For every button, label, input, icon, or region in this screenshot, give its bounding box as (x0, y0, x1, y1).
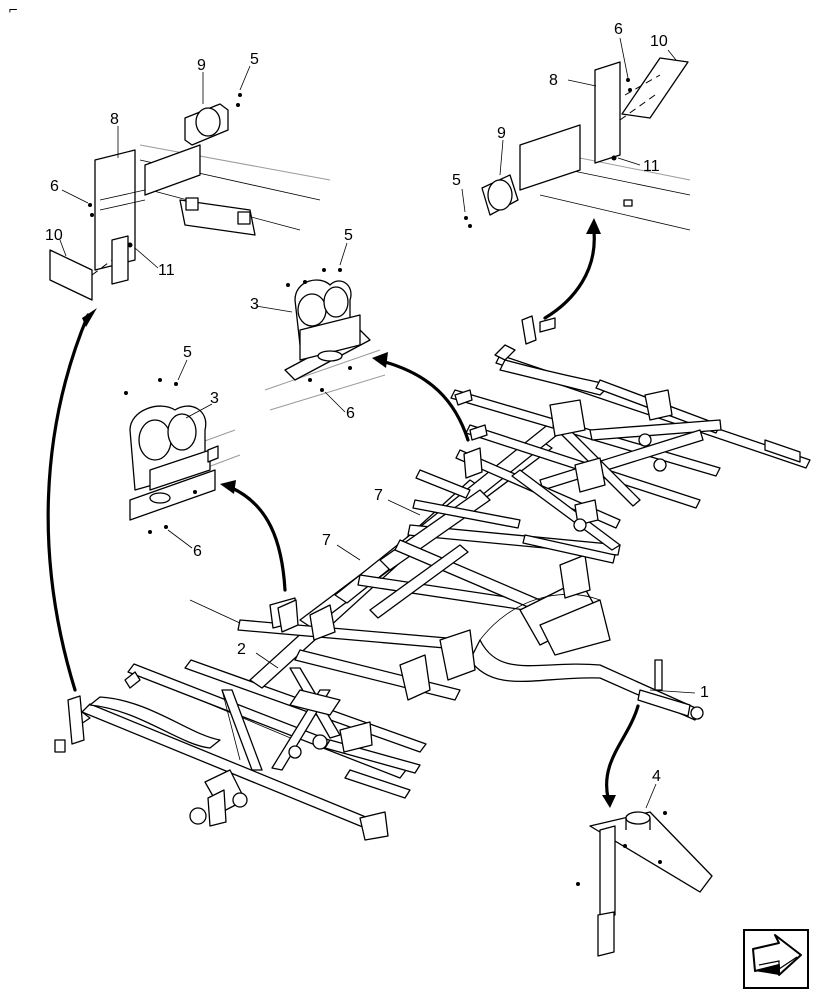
callout-6-top-left: 6 (50, 178, 59, 195)
arrow-to-jack-detail (605, 704, 640, 800)
callout-3-upper: 3 (250, 296, 259, 313)
detail-jack-stand (576, 811, 713, 957)
callout-1: 1 (700, 684, 709, 701)
callout-11-top-right: 11 (643, 158, 660, 175)
callout-10-top-right: 10 (650, 33, 668, 50)
callout-5-top-right: 5 (452, 172, 461, 189)
callout-7-lower: 7 (322, 532, 331, 549)
callout-5-top-left: 5 (250, 51, 259, 68)
callout-9-top-right: 9 (497, 125, 506, 142)
arrow-to-top-left-detail (46, 313, 90, 692)
callout-8-top-left: 8 (110, 111, 119, 128)
arrow-to-middle-upper-detail (383, 360, 470, 442)
callout-10-top-left: 10 (45, 227, 63, 244)
callout-6-middle-lower: 6 (193, 543, 202, 560)
callout-11-top-left: 11 (158, 262, 175, 279)
callout-3-lower: 3 (210, 390, 219, 407)
main-frame-assembly (54, 315, 811, 841)
callout-6-middle-upper: 6 (346, 405, 355, 422)
arrow-to-middle-left-detail (230, 486, 287, 592)
callout-8-top-right: 8 (549, 72, 558, 89)
callout-5-middle-upper: 5 (344, 227, 353, 244)
callout-7-upper: 7 (374, 487, 383, 504)
detail-light-bracket-right (464, 57, 691, 231)
callout-9-top-left: 9 (197, 57, 206, 74)
callouts: 1 2 3 3 4 5 5 5 5 6 6 6 6 7 7 8 8 9 9 (45, 21, 709, 809)
detail-lamp-mount-lower (124, 378, 241, 534)
detail-lamp-mount-upper (264, 268, 386, 411)
callout-4: 4 (652, 768, 661, 785)
callout-2: 2 (237, 641, 246, 658)
next-page-arrow-icon[interactable] (743, 929, 809, 989)
arrow-to-top-right-detail (543, 230, 596, 320)
callout-6-top-right: 6 (614, 21, 623, 38)
callout-arrows (46, 218, 640, 808)
detail-light-bracket-left (49, 93, 331, 301)
corner-mark: ⌐ (8, 3, 18, 17)
callout-5-middle-lower: 5 (183, 344, 192, 361)
